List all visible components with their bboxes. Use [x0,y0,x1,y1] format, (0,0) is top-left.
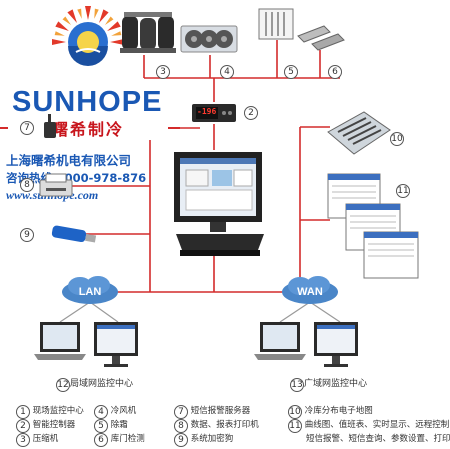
legend-item-7: 7 短信报警服务器 [174,404,250,419]
callout-11: 11 [396,184,410,198]
legend-item-1: 1 现场监控中心 [16,404,84,419]
local-monitoring-caption: 12局域网监控中心 [56,376,134,392]
brand-name: SUNHOPE [12,86,163,118]
lan-label: LAN [79,286,102,298]
callout-6: 6 [328,65,342,79]
brand-name-cn: 曙希制冷 [8,116,168,140]
legend-item-3: 3 压缩机 [16,432,58,447]
callout-2: 2 [244,106,258,120]
callout-10: 10 [390,132,404,146]
usb-dongle-icon [51,225,97,243]
air-cooler-icon [180,25,238,53]
software-screens-icon [327,173,419,279]
callout-7: 7 [20,121,34,135]
local-monitoring-label: 局域网监控中心 [70,379,134,389]
legend-item-9: 9 系统加密狗 [174,432,233,447]
printer-icon [39,173,73,197]
door-sensor-icon [297,25,345,51]
legend-item-11: 11 曲线图、值班表、实时显示、远程控制 [288,419,450,433]
wan-label: WAN [297,286,323,298]
lan-cloud-icon: LAN [62,276,118,304]
central-monitor-icon [174,152,264,256]
sms-modem-icon [44,114,56,138]
wide-monitoring-caption: 13广域网监控中心 [290,376,368,392]
callout-4: 4 [220,65,234,79]
callout-13: 13 [290,378,304,392]
local-monitoring-computers-icon [34,322,138,367]
sunhope-logo-sun-icon [52,6,124,66]
cold-storage-map-icon [327,111,391,155]
wide-monitoring-label: 广域网监控中心 [304,379,368,389]
legend-item-4: 4 冷风机 [94,404,136,419]
wide-monitoring-computers-icon [254,322,358,367]
wan-cloud-icon: WAN [282,276,338,304]
callout-3: 3 [156,65,170,79]
legend-item-2: 2 智能控制器 [16,418,75,433]
legend-item-6: 6 库门检测 [94,432,145,447]
legend-item-11-continued: 短信报警、短信查询、参数设置、打印 [306,434,450,444]
legend-item-8: 8 数据、报表打印机 [174,418,259,433]
legend-item-5: 5 除霜 [94,418,128,433]
smart-controller-icon [192,104,236,122]
callout-8: 8 [20,178,34,192]
callout-12: 12 [56,378,70,392]
controller-display-readout: -196 [197,107,217,116]
callout-5: 5 [284,65,298,79]
legend-item-10: 10 冷库分布电子地图 [288,405,373,419]
compressor-icon [120,12,176,53]
defrost-heater-icon [258,8,294,40]
callout-9: 9 [20,228,34,242]
company-name: 上海曙希机电有限公司 [6,153,132,168]
